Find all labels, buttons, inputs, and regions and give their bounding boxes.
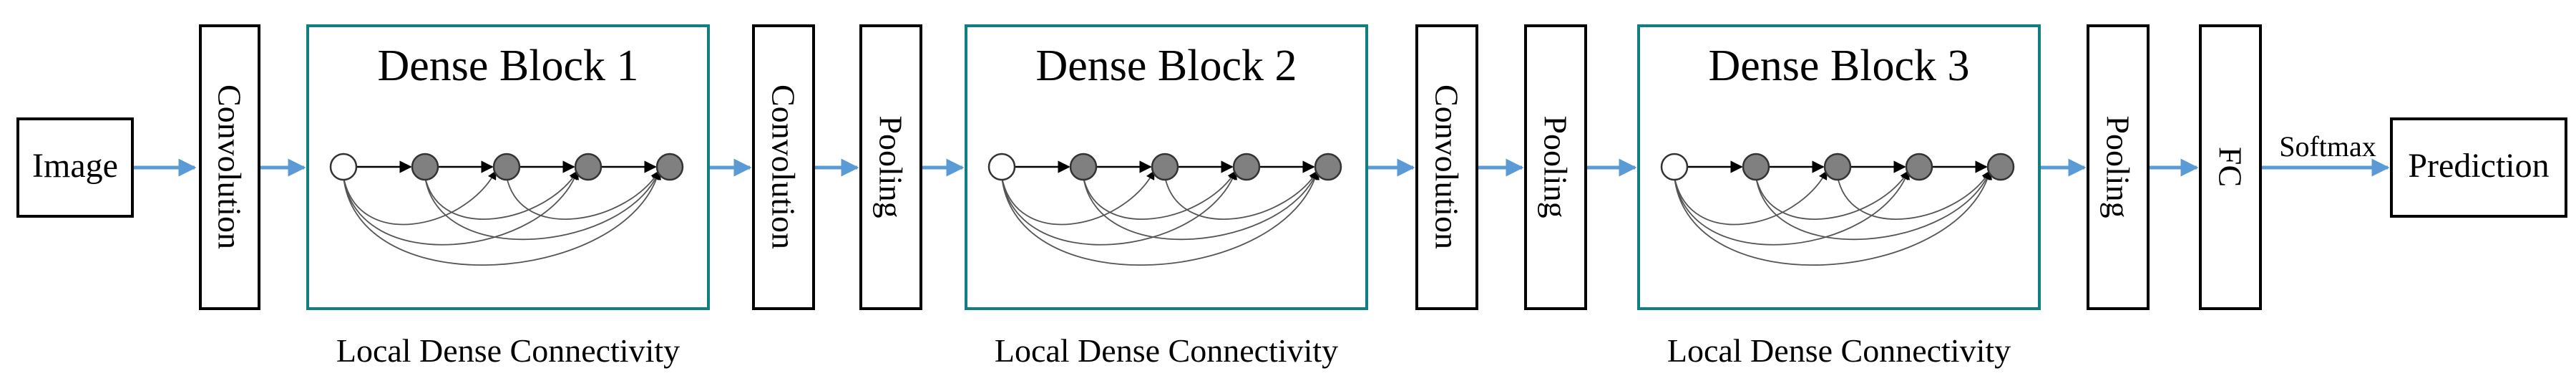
convolution-label-3: Convolution — [1429, 85, 1465, 249]
input-feature-node — [329, 153, 358, 181]
softmax-label: Softmax — [2279, 130, 2376, 163]
fc-label: FC — [2212, 147, 2249, 187]
skip-connection-edge — [343, 170, 579, 246]
feature-map-node — [492, 153, 521, 181]
feature-map-node — [1823, 153, 1852, 181]
feature-map-node — [1151, 153, 1179, 181]
dense-block-2-graph — [987, 153, 1342, 266]
feature-map-node — [1069, 153, 1098, 181]
skip-connection-edge — [1837, 170, 1991, 220]
dense-block-2-title: Dense Block 2 — [1035, 42, 1297, 90]
feature-map-node — [1742, 153, 1770, 181]
skip-connection-edge — [1755, 170, 1991, 241]
skip-connection-edge — [424, 170, 660, 241]
pooling-label-1: Pooling — [873, 115, 909, 218]
skip-connection-edge — [1001, 170, 1237, 246]
skip-connection-edge — [1083, 170, 1319, 241]
prediction-node: Prediction — [2390, 117, 2567, 218]
dense-block-3: Dense Block 3 — [1637, 24, 2041, 310]
dense-block-2-caption: Local Dense Connectivity — [995, 332, 1338, 369]
skip-connection-edge — [1001, 170, 1319, 266]
skip-connection-edge — [1083, 170, 1236, 220]
skip-connection-edge — [1674, 170, 1910, 246]
skip-connection-edge — [506, 170, 660, 220]
dense-block-3-title: Dense Block 3 — [1708, 42, 1969, 90]
dense-block-2: Dense Block 2 — [965, 24, 1368, 310]
convolution-layer-2: Convolution — [752, 24, 815, 310]
pooling-layer-3: Pooling — [2087, 24, 2150, 310]
pooling-layer-2: Pooling — [1524, 24, 1587, 310]
fc-layer: FC — [2199, 24, 2262, 310]
dense-block-1-title: Dense Block 1 — [377, 42, 638, 90]
dense-block-1: Dense Block 1 — [306, 24, 710, 310]
dense-block-3-graph — [1660, 153, 2015, 266]
pooling-label-2: Pooling — [1538, 115, 1574, 218]
feature-map-node — [1986, 153, 2015, 181]
skip-connection-edge — [343, 170, 497, 226]
input-feature-node — [1660, 153, 1689, 181]
feature-map-node — [1232, 153, 1261, 181]
skip-connection-edge — [1674, 170, 1992, 266]
feature-map-node — [574, 153, 602, 181]
skip-connection-edge — [1164, 170, 1318, 220]
dense-block-3-caption: Local Dense Connectivity — [1667, 332, 2011, 369]
input-feature-node — [987, 153, 1016, 181]
feature-map-node — [655, 153, 684, 181]
feature-map-node — [1314, 153, 1342, 181]
pooling-layer-1: Pooling — [859, 24, 922, 310]
feature-map-node — [1905, 153, 1933, 181]
dense-block-1-caption: Local Dense Connectivity — [336, 332, 680, 369]
convolution-layer-3: Convolution — [1415, 24, 1478, 310]
skip-connection-edge — [343, 170, 661, 266]
skip-connection-edge — [424, 170, 578, 220]
pooling-label-3: Pooling — [2100, 115, 2137, 218]
skip-connection-edge — [1674, 170, 1828, 226]
convolution-layer-1: Convolution — [199, 24, 260, 310]
image-node: Image — [16, 117, 134, 218]
convolution-label-1: Convolution — [212, 85, 248, 249]
feature-map-node — [411, 153, 439, 181]
image-label: Image — [32, 147, 118, 185]
skip-connection-edge — [1001, 170, 1155, 226]
convolution-label-2: Convolution — [766, 85, 802, 249]
dense-block-1-graph — [329, 153, 684, 266]
prediction-label: Prediction — [2408, 147, 2549, 185]
skip-connection-edge — [1755, 170, 1909, 220]
